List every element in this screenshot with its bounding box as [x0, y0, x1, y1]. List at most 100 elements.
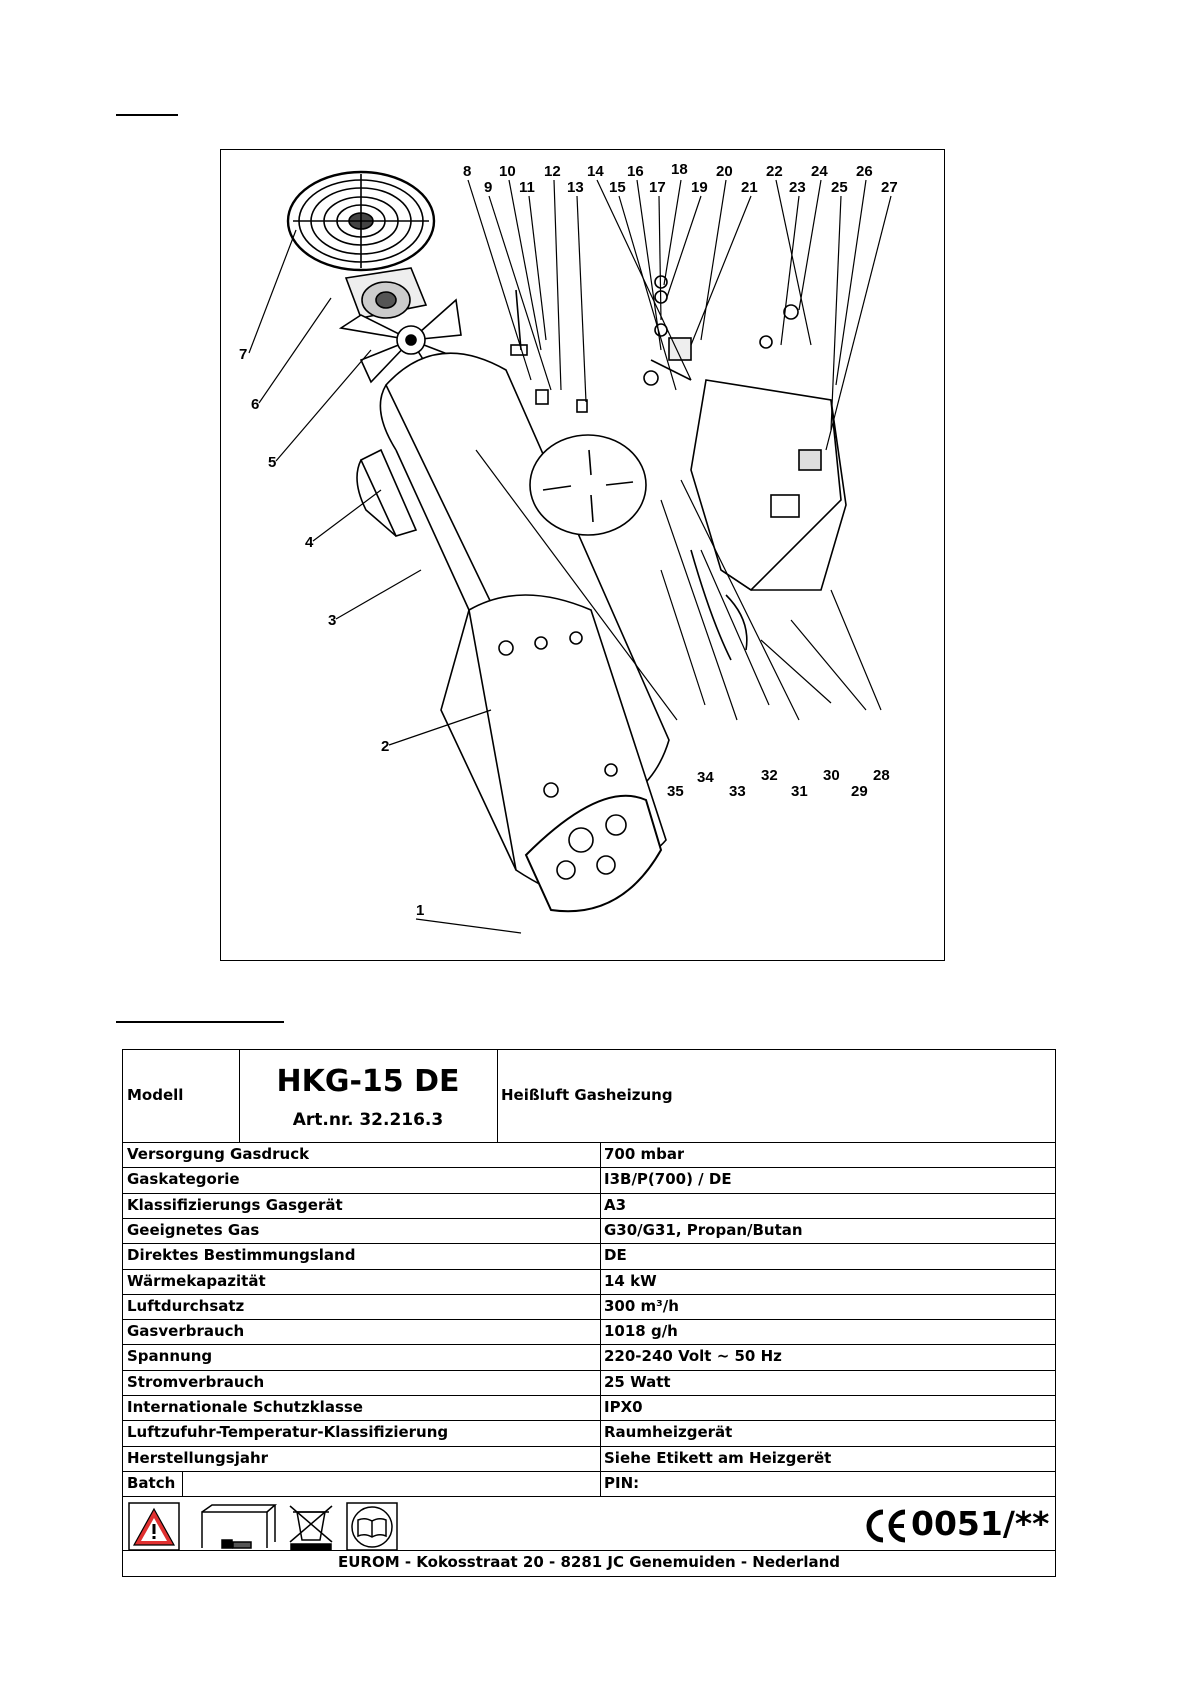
part-number-3: 3 [328, 612, 336, 629]
icon-strip [128, 1502, 398, 1551]
part-number-15: 15 [609, 179, 626, 196]
row-divider [123, 1420, 1055, 1422]
column-divider [600, 1142, 601, 1497]
spec-label: Spannung [127, 1347, 213, 1366]
part-number-30: 30 [823, 767, 840, 784]
part-number-32: 32 [761, 767, 778, 784]
leader-lines [248, 179, 892, 934]
ce-number: 0051/** [911, 1504, 1050, 1543]
exploded-view-figure: 1 2 3 4 5 6 7 8 9 10 11 12 13 14 15 16 1… [220, 149, 945, 961]
row-divider [123, 1167, 1055, 1169]
section-rule-spec [116, 1021, 284, 1023]
icons-divider [123, 1496, 1055, 1497]
row-divider [123, 1319, 1055, 1321]
part-number-1: 1 [416, 902, 424, 919]
spec-label: Versorgung Gasdruck [127, 1145, 310, 1163]
spec-label: Geeignetes Gas [127, 1220, 260, 1239]
part-number-22: 22 [766, 163, 783, 180]
spec-label: Gasverbrauch [127, 1322, 245, 1341]
model-label: Modell [127, 1086, 184, 1104]
spec-value: DE [604, 1246, 627, 1265]
spec-label: Wärmekapazität [127, 1271, 266, 1290]
spec-value: I3B/P(700) / DE [604, 1170, 732, 1189]
spec-value: A3 [604, 1195, 627, 1214]
part-number-17: 17 [649, 179, 666, 196]
manufacturer-address: EUROM - Kokosstraat 20 - 8281 JC Genemui… [337, 1553, 841, 1571]
fan-blades-drawing [338, 298, 479, 384]
row-divider [123, 1243, 1055, 1245]
outdoor-use-icon [201, 1504, 277, 1549]
motor-drawing [344, 267, 428, 319]
ce-mark-icon [866, 1509, 906, 1543]
model-description: Heißluft Gasheizung [501, 1086, 673, 1104]
part-number-18: 18 [671, 161, 688, 178]
spec-value: 14 kW [604, 1271, 657, 1290]
spec-value: 25 Watt [604, 1372, 671, 1391]
spec-label: Gaskategorie [127, 1170, 240, 1189]
warning-icon [128, 1502, 180, 1551]
spec-table: Modell HKG-15 DE Art.nr. 32.216.3 Heißlu… [122, 1049, 1056, 1577]
part-number-21: 21 [741, 179, 758, 196]
control-box-drawing [690, 379, 847, 592]
row-divider [123, 1293, 1055, 1295]
section-rule-top [116, 114, 178, 116]
part-number-labels: 1 2 3 4 5 6 7 8 9 10 11 12 13 14 15 16 1… [239, 161, 898, 919]
combustion-chamber-drawing [440, 594, 667, 913]
part-number-5: 5 [268, 454, 276, 471]
part-number-27: 27 [881, 179, 898, 196]
spec-value: 220-240 Volt ~ 50 Hz [604, 1347, 782, 1366]
part-number-11: 11 [519, 179, 535, 196]
part-number-4: 4 [305, 534, 314, 551]
part-number-28: 28 [873, 767, 890, 784]
spec-label: Batch [127, 1473, 176, 1492]
part-number-29: 29 [851, 783, 868, 800]
part-number-10: 10 [499, 163, 516, 180]
handle-drawing [356, 448, 418, 537]
row-divider [123, 1217, 1055, 1219]
batch-divider [182, 1470, 183, 1497]
part-number-12: 12 [544, 163, 561, 180]
row-divider [123, 1344, 1055, 1346]
burner-plate-drawing [529, 434, 647, 536]
part-number-35: 35 [667, 783, 684, 800]
gas-hose-drawing [690, 549, 732, 661]
model-name: HKG-15 DE [276, 1064, 460, 1099]
read-manual-icon [346, 1502, 398, 1551]
part-number-34: 34 [697, 769, 714, 786]
part-number-31: 31 [791, 783, 808, 800]
row-divider [123, 1445, 1055, 1447]
spec-label: Luftdurchsatz [127, 1296, 245, 1315]
spec-value: G30/G31, Propan/Butan [604, 1220, 803, 1239]
part-number-2: 2 [381, 738, 389, 755]
row-divider [123, 1395, 1055, 1396]
spec-value: 300 m³/h [604, 1296, 679, 1315]
row-divider [123, 1268, 1055, 1270]
part-number-26: 26 [856, 163, 873, 180]
spec-value: Raumheizgerät [604, 1423, 733, 1442]
spec-label: Internationale Schutzklasse [127, 1398, 363, 1416]
fan-guard-drawing [286, 170, 436, 272]
header-divider-2 [497, 1050, 498, 1142]
spec-value: Siehe Etikett am Heizgerët [604, 1448, 832, 1467]
part-number-8: 8 [463, 163, 471, 180]
spec-value: IPX0 [604, 1398, 643, 1416]
part-number-16: 16 [627, 163, 644, 180]
row-divider [123, 1192, 1055, 1194]
weee-bin-icon [289, 1505, 333, 1551]
row-divider [123, 1369, 1055, 1371]
spec-label: Direktes Bestimmungsland [127, 1246, 356, 1265]
spec-label: Luftzufuhr-Temperatur-Klassifizierung [127, 1423, 449, 1442]
part-number-25: 25 [831, 179, 848, 196]
spec-value: 1018 g/h [604, 1322, 678, 1341]
exploded-view-drawing: 1 2 3 4 5 6 7 8 9 10 11 12 13 14 15 16 1… [239, 161, 898, 934]
part-number-24: 24 [811, 163, 828, 180]
part-number-23: 23 [789, 179, 806, 196]
part-number-19: 19 [691, 179, 708, 196]
part-number-7: 7 [239, 346, 247, 363]
spec-label: Stromverbrauch [127, 1372, 265, 1391]
row-divider [123, 1470, 1055, 1472]
part-number-20: 20 [716, 163, 733, 180]
part-number-33: 33 [729, 783, 746, 800]
article-number: Art.nr. 32.216.3 [292, 1110, 444, 1130]
part-number-13: 13 [567, 179, 584, 196]
